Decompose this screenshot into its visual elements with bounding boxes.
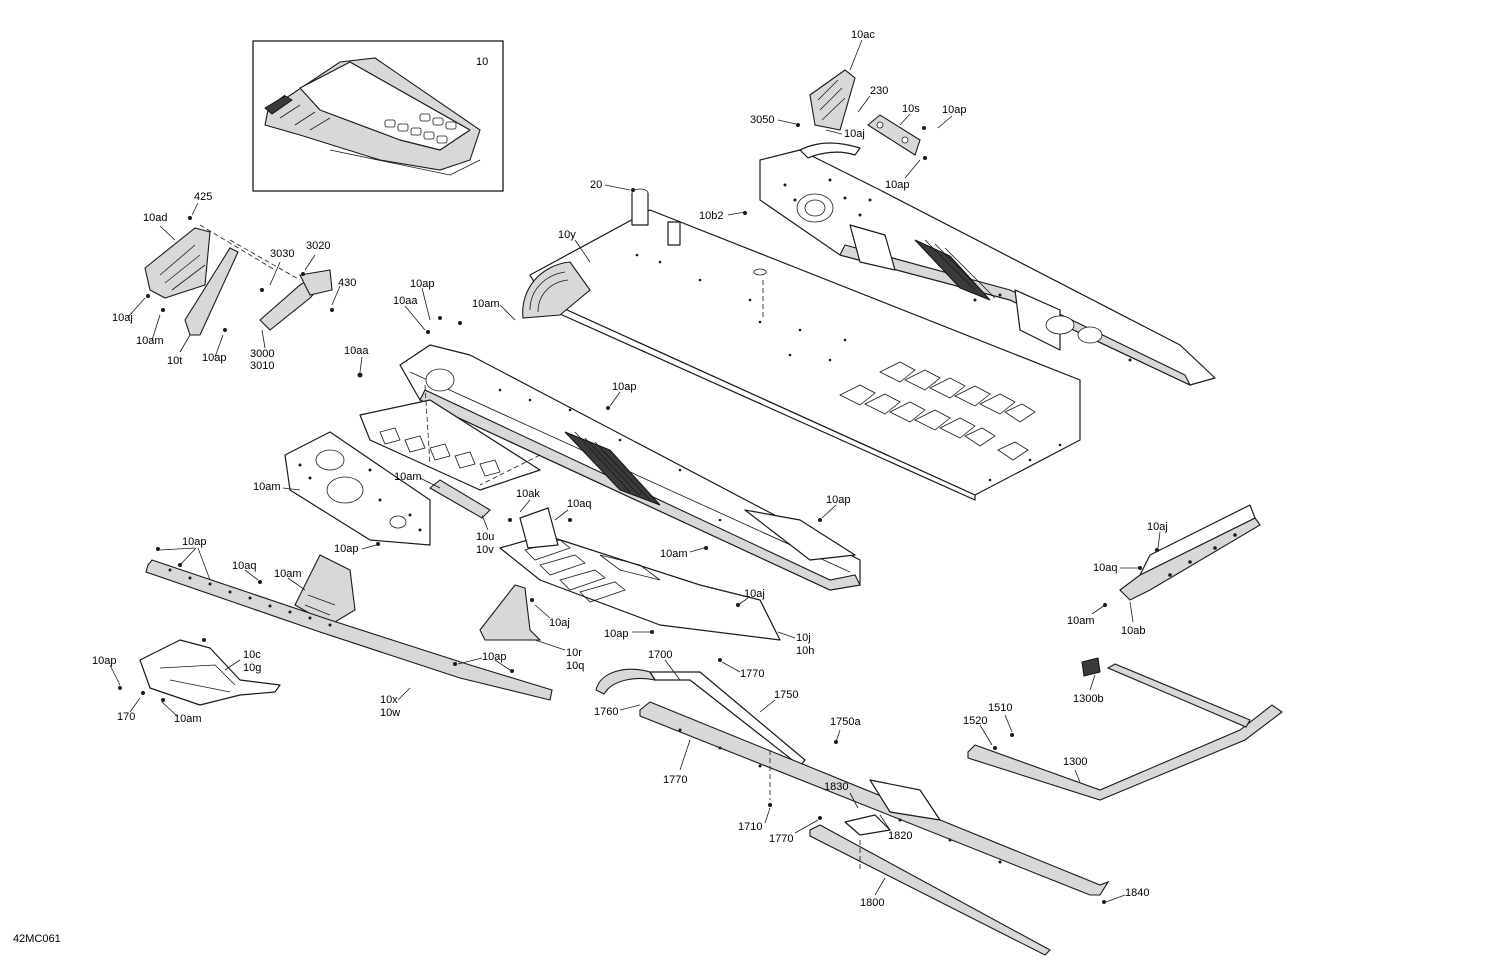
callout-label: 10ap: [885, 179, 909, 191]
callout-label: 10b2: [699, 210, 723, 222]
callout-label: 10aq: [1093, 562, 1117, 574]
inset-label: 10: [476, 56, 488, 68]
callout-label: 10r: [566, 647, 582, 659]
callout-label: 10q: [566, 660, 584, 672]
callout-label: 10aj: [1147, 521, 1168, 533]
callout-label: 10s: [902, 103, 920, 115]
callout-label: 10t: [167, 355, 182, 367]
callout-label: 10aa: [344, 345, 369, 357]
bracket-10t: [184, 247, 239, 336]
callout-label: 3030: [270, 248, 294, 260]
callout-label: 1750a: [830, 716, 861, 728]
front-rail-10x: [145, 559, 553, 701]
callout-label: 1840: [1125, 887, 1149, 899]
callout-label: 10g: [243, 662, 261, 674]
callout-label: 1760: [594, 706, 618, 718]
rear-bumper-1300: [967, 657, 1283, 801]
fasteners: [118, 123, 1159, 904]
callout-labels: 10ac 230 10s 10ap 3050 10aj 10ap 20 10b2…: [92, 29, 1168, 909]
callout-label: 10u: [476, 531, 494, 543]
callout-label: 1820: [888, 830, 912, 842]
callout-label: 10w: [380, 707, 400, 719]
callout-label: 10am: [136, 335, 164, 347]
callout-label: 1510: [988, 702, 1012, 714]
callout-label: 10am: [174, 713, 202, 725]
callout-label: 10am: [660, 548, 688, 560]
callout-label: 10y: [558, 229, 576, 241]
callout-label: 1800: [860, 897, 884, 909]
callout-label: 10ap: [410, 278, 434, 290]
running-board-10j: [499, 507, 781, 641]
callout-label: 10aq: [232, 560, 256, 572]
callout-label: 10am: [472, 298, 500, 310]
callout-label: 3020: [306, 240, 330, 252]
callout-label: 10aa: [393, 295, 418, 307]
callout-label: 10ap: [612, 381, 636, 393]
callout-label: 10aj: [112, 312, 133, 324]
callout-label: 1770: [769, 833, 793, 845]
callout-label: 1300: [1063, 756, 1087, 768]
callout-label: 10am: [1067, 615, 1095, 627]
drive-plate-left: [284, 431, 431, 546]
callout-label: 1830: [824, 781, 848, 793]
callout-label: 1710: [738, 821, 762, 833]
bracket-3000: [259, 269, 333, 331]
callout-label: 10ap: [182, 536, 206, 548]
callout-label: 10ak: [516, 488, 540, 500]
callout-label: 10x: [380, 694, 398, 706]
callout-label: 10aj: [844, 128, 865, 140]
callout-label: 10aj: [744, 588, 765, 600]
callout-label: 10ap: [942, 104, 966, 116]
bracket-10r: [479, 584, 542, 641]
link-10u: [429, 479, 491, 519]
tunnel-top-panel-10y: [522, 188, 1081, 501]
callout-label: 430: [338, 277, 356, 289]
callout-label: 10ap: [334, 543, 358, 555]
callout-label: 1750: [774, 689, 798, 701]
assembly-inset: 10: [252, 40, 504, 192]
bracket-10ac: [799, 69, 861, 159]
callout-label: 10ap: [202, 352, 226, 364]
callout-label: 3050: [750, 114, 774, 126]
skid-plate-10c: [139, 639, 281, 706]
callout-label: 10ap: [482, 651, 506, 663]
callout-label: 230: [870, 85, 888, 97]
callout-label: 1300b: [1073, 693, 1104, 705]
callout-label: 10j: [796, 632, 811, 644]
rear-bracket-10ab: [1119, 504, 1261, 601]
callout-label: 20: [590, 179, 602, 191]
callout-label: 10am: [274, 568, 302, 580]
callout-label: 1770: [740, 668, 764, 680]
brace-10s: [867, 114, 921, 156]
callout-label: 10aj: [549, 617, 570, 629]
callout-label: 3010: [250, 360, 274, 372]
alignment-lines: [199, 224, 861, 870]
callout-label: 10ac: [851, 29, 875, 41]
callout-label: 10aq: [567, 498, 591, 510]
callout-label: 1700: [648, 649, 672, 661]
callout-label: 10ad: [143, 212, 167, 224]
left-side-rail-10aa: [359, 344, 861, 591]
callout-label: 170: [117, 711, 135, 723]
callout-label: 10ap: [604, 628, 628, 640]
callout-label: 425: [194, 191, 212, 203]
callout-label: 10ab: [1121, 625, 1145, 637]
callout-label: 10ap: [826, 494, 850, 506]
callout-label: 1770: [663, 774, 687, 786]
callout-label: 10am: [253, 481, 281, 493]
leader-lines: [109, 39, 1161, 903]
callout-label: 1520: [963, 715, 987, 727]
callout-label: 10c: [243, 649, 261, 661]
right-side-rail-upper: [759, 149, 1216, 387]
callout-label: 3000: [250, 348, 274, 360]
bracket-10ad: [144, 227, 211, 299]
figure-reference: 42MC061: [13, 933, 61, 945]
callout-label: 10ap: [92, 655, 116, 667]
callout-label: 10am: [394, 471, 422, 483]
callout-label: 10h: [796, 645, 814, 657]
inset-tunnel-drawing: [264, 57, 481, 176]
rear-rails: [595, 668, 1110, 956]
callout-label: 10v: [476, 544, 494, 556]
